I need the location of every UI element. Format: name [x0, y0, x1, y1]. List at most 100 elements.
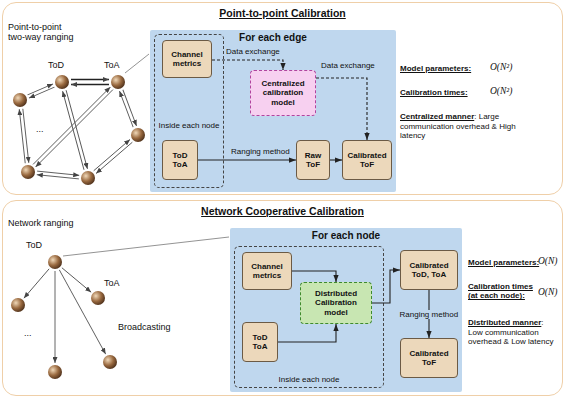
annotation-label: Network ranging — [8, 218, 74, 228]
sensor-node — [13, 93, 27, 107]
illustration-stroke — [59, 270, 105, 354]
data-box: Channel metrics — [242, 252, 292, 290]
annotation-label: Point-to-point two-way ranging — [8, 22, 78, 43]
data-box: Calibrated ToD, ToA — [400, 250, 458, 290]
broadcast-arrow — [59, 270, 105, 354]
data-box: Calibrated ToF — [342, 140, 392, 180]
node-text: ToD ToA — [246, 333, 274, 351]
metric-heading: Model parameters: — [468, 258, 539, 267]
sensor-node — [103, 355, 117, 369]
complexity-term: O(N) — [538, 256, 558, 267]
connector-arrow — [278, 324, 336, 342]
illustration-stroke — [94, 140, 130, 171]
node-text: Channel metrics — [246, 262, 288, 280]
complexity-term: O(N²) — [490, 86, 512, 97]
annotation-label: ToD — [48, 60, 64, 70]
node-text: Distributed Calibration model — [304, 289, 368, 317]
connector-arrow — [212, 60, 283, 70]
node-text: Calibrated ToF — [404, 349, 454, 367]
annotation-label: ... — [36, 124, 44, 134]
connector-arrow — [316, 78, 367, 140]
illustration-stroke — [71, 79, 109, 81]
sensor-node — [48, 365, 62, 379]
illustration-stroke — [28, 84, 53, 95]
ranging-link — [19, 109, 29, 163]
node-text: For each node — [312, 230, 380, 242]
broadcast-arrow — [55, 271, 56, 363]
metric-heading: Calibration times: — [400, 88, 468, 97]
annotation-label: ToA — [104, 278, 120, 288]
node-boundary: Inside each node Channel metricsToD ToA Di… — [234, 246, 384, 388]
node-text: Calibrated ToD, ToA — [404, 261, 454, 279]
node-text: Centralized calibration model — [254, 79, 312, 107]
illustration-stroke — [37, 175, 79, 179]
sensor-node — [81, 171, 95, 185]
complexity-term: O(N) — [538, 287, 558, 298]
sensor-node — [11, 298, 25, 312]
broadcast-arrow — [62, 268, 91, 292]
sensor-node — [55, 75, 69, 89]
illustration-stroke — [23, 109, 29, 163]
node-text: Point-to-point Calibration — [219, 7, 346, 19]
sensor-node — [111, 75, 125, 89]
sensor-nodes — [11, 75, 145, 379]
illustration-stroke — [33, 87, 110, 164]
data-box: ToD ToA — [242, 322, 278, 362]
note-block: Distributed manner: Low communication ov… — [468, 318, 560, 347]
illustration-stroke — [55, 271, 56, 363]
illustration-stroke — [63, 91, 84, 170]
sensor-node — [91, 291, 105, 305]
edge-label: Data exchange — [319, 61, 377, 70]
node-text: Raw ToF — [300, 151, 326, 169]
annotation-label: ToD — [26, 240, 42, 250]
annotation-label: Broadcasting — [118, 322, 171, 332]
node-text: Inside each node — [279, 375, 340, 384]
complexity-term: O(N²) — [490, 62, 512, 73]
illustration-stroke — [29, 87, 54, 98]
broadcast-links — [24, 268, 106, 363]
node-text: Inside each node — [159, 121, 220, 130]
sensor-node — [21, 165, 35, 179]
annotation-label: ToA — [104, 60, 120, 70]
leader-line — [63, 237, 229, 256]
edge-label: Ranging method — [229, 147, 292, 156]
metric-heading: Distributed manner — [468, 318, 541, 327]
leader-line — [125, 54, 149, 73]
ranging-link — [71, 80, 109, 85]
metric-heading: Model parameters: — [400, 64, 471, 73]
data-box: Calibrated ToF — [400, 338, 458, 378]
ranging-link — [94, 140, 133, 174]
centralized-model-box: Centralized calibration model — [250, 70, 316, 116]
sensor-node — [131, 128, 145, 142]
distributed-model-box: Distributed Calibration model — [300, 282, 372, 324]
illustration-stroke — [37, 171, 79, 175]
illustration-stroke — [66, 90, 87, 169]
connector-arrow — [428, 290, 429, 338]
edge-label: Ranging method — [398, 310, 461, 319]
edge-label: Data exchange — [224, 47, 282, 56]
ranging-link — [28, 84, 55, 98]
ranging-link — [119, 90, 136, 127]
data-box: Raw ToF — [296, 140, 330, 180]
node-text: ToD ToA — [166, 151, 194, 169]
sensor-node — [48, 255, 62, 269]
illustration-stroke — [24, 269, 49, 298]
node-text: For each edge — [239, 32, 307, 44]
connector-arrow — [198, 159, 296, 160]
ranging-link — [63, 90, 88, 170]
node-text: Channel metrics — [166, 50, 208, 68]
illustration-stroke — [96, 142, 132, 173]
data-box: Channel metrics — [162, 40, 212, 78]
connector-arrow — [372, 270, 400, 303]
data-box: ToD ToA — [162, 140, 198, 180]
illustration-stroke — [71, 84, 109, 86]
two-way-ranging-links — [19, 80, 136, 179]
illustration-stroke — [62, 268, 91, 292]
panel-region: Point-to-point CalibrationFor each edgeI… — [2, 2, 563, 195]
connector-arrow — [292, 271, 336, 282]
note-block: Centralized manner: Large communication … — [400, 112, 530, 141]
illustration-stroke — [123, 90, 137, 126]
node-boundary: Inside each node Channel metricsToD ToA — [154, 34, 224, 188]
node-text: Calibrated ToF — [346, 151, 388, 169]
ranging-link — [33, 87, 113, 167]
